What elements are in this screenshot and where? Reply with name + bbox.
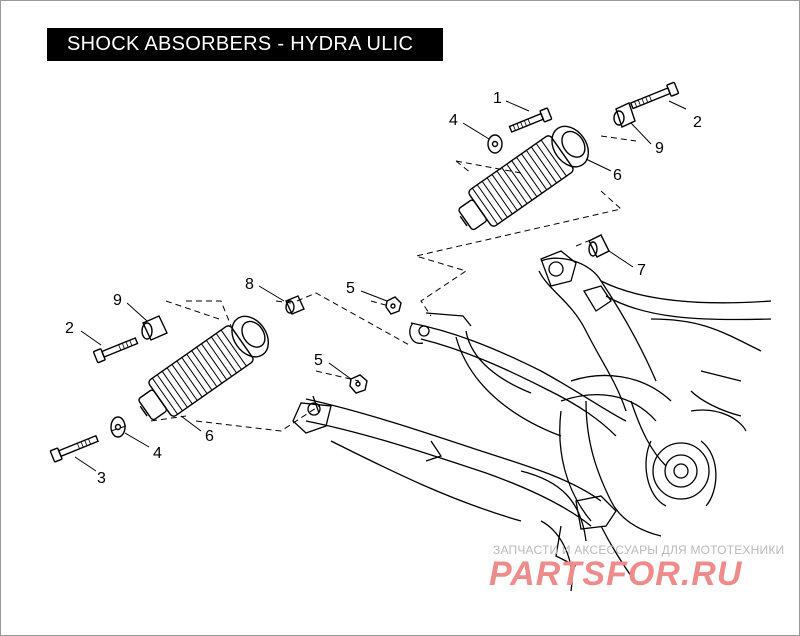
bushing-7 bbox=[588, 234, 610, 258]
callout-4-upper: 4 bbox=[449, 112, 458, 129]
washer-upper bbox=[487, 134, 503, 154]
callout-6-upper: 6 bbox=[613, 167, 622, 184]
washer-lower bbox=[110, 416, 126, 438]
swingarm-frame bbox=[292, 250, 772, 592]
nut-upper bbox=[385, 296, 402, 315]
callout-1: 1 bbox=[493, 90, 502, 107]
callout-leaders bbox=[74, 100, 687, 472]
callout-3: 3 bbox=[97, 470, 106, 487]
bolt-upper-2 bbox=[629, 81, 680, 110]
bushing-8 bbox=[285, 295, 305, 315]
callout-2-upper: 2 bbox=[693, 114, 702, 131]
callout-9-lower: 9 bbox=[113, 292, 122, 309]
nut-lower bbox=[349, 374, 368, 394]
callout-7: 7 bbox=[637, 262, 646, 279]
shock-absorber-upper bbox=[458, 125, 590, 231]
bolt-upper-1 bbox=[508, 107, 553, 133]
callout-2-lower: 2 bbox=[65, 320, 74, 337]
bolt-lower-2 bbox=[92, 337, 139, 364]
shock-absorber-lower bbox=[138, 315, 270, 421]
bolt-3 bbox=[49, 434, 99, 463]
callout-5-upper: 5 bbox=[346, 280, 355, 297]
watermark-logo: PARTSFOR.RU bbox=[489, 555, 743, 593]
watermark-tagline: ЗАПЧАСТИ И АКСЕССУАРЫ ДЛЯ МОТОТЕХНИКИ bbox=[493, 543, 785, 557]
assembly-leader-lines bbox=[110, 135, 637, 432]
spacer-lower bbox=[141, 315, 168, 341]
callout-4-lower: 4 bbox=[153, 445, 162, 462]
callout-6-lower: 6 bbox=[205, 428, 214, 445]
callout-9-upper: 9 bbox=[655, 140, 664, 157]
callout-8: 8 bbox=[245, 276, 254, 293]
diagram-title: SHOCK ABSORBERS - HYDRA ULIC bbox=[47, 28, 443, 61]
callout-labels: 1 2 4 9 6 7 5 8 9 2 5 6 4 3 bbox=[65, 90, 702, 487]
callout-5-lower: 5 bbox=[314, 352, 323, 369]
spacer-upper bbox=[613, 102, 636, 128]
